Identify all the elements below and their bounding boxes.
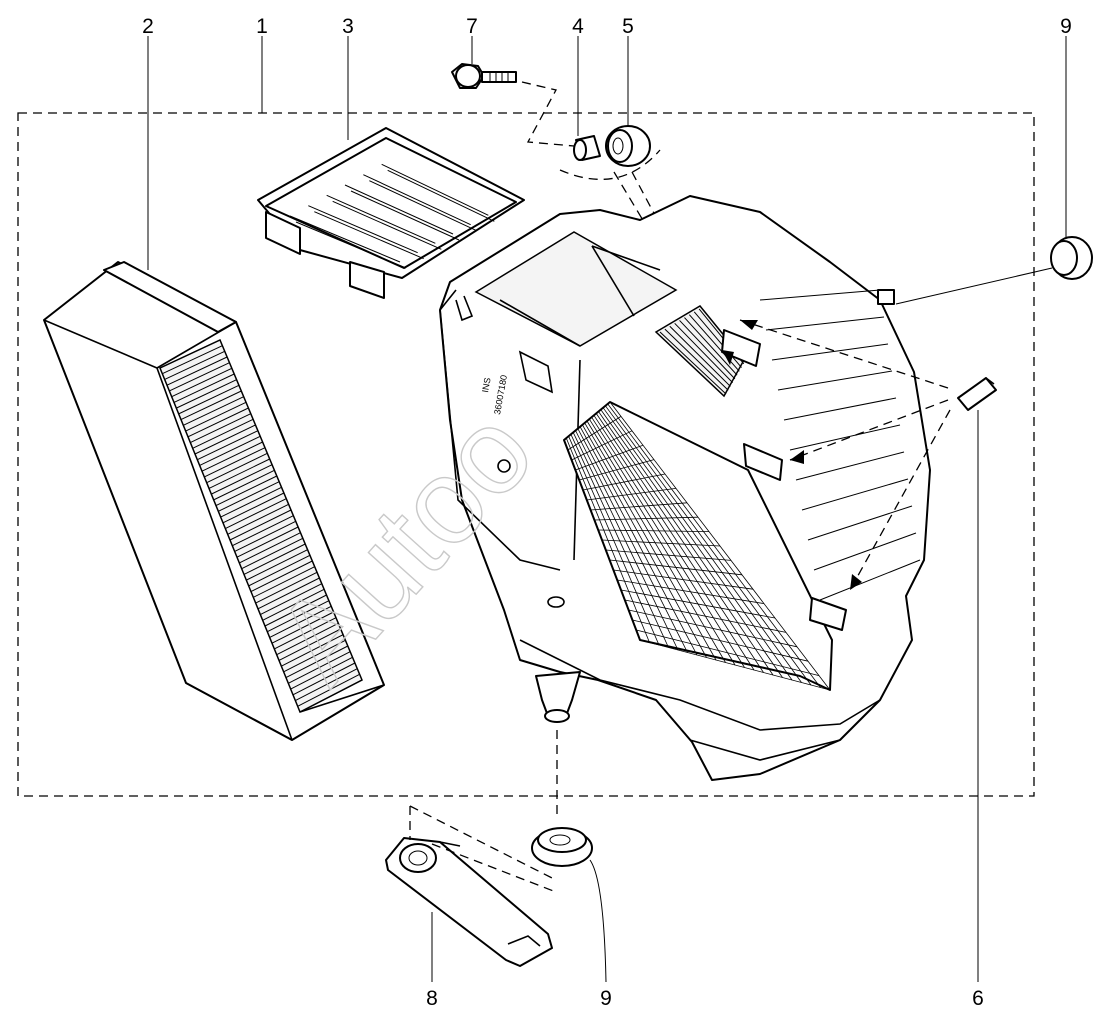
filter-pleats [159,339,363,713]
air-filter-housing [439,195,931,781]
rubber-grommet-bottom [531,827,593,867]
assembly-boundary [17,112,1035,797]
callout-3: 3 [342,15,354,38]
mounting-bracket [385,837,553,967]
clip-arrows [722,319,951,591]
spacer-sleeve [573,135,601,161]
callout-6: 6 [972,987,984,1010]
callout-9-bottom: 9 [600,987,612,1010]
callout-2: 2 [142,15,154,38]
retaining-clip [957,377,997,411]
callout-9-top: 9 [1060,15,1072,38]
callout-5: 5 [622,15,634,38]
housing-cover-plate [257,127,525,299]
callout-1: 1 [256,15,268,38]
housing-stamp-line-1: INS [480,377,492,394]
bolt [451,63,517,89]
rubber-grommet-side [1050,236,1093,280]
rubber-grommet-top [605,125,651,167]
callout-8: 8 [426,987,438,1010]
callout-4: 4 [572,15,584,38]
callout-leaders [147,36,1067,983]
callout-7: 7 [466,15,478,38]
air-filter-element [43,261,385,741]
